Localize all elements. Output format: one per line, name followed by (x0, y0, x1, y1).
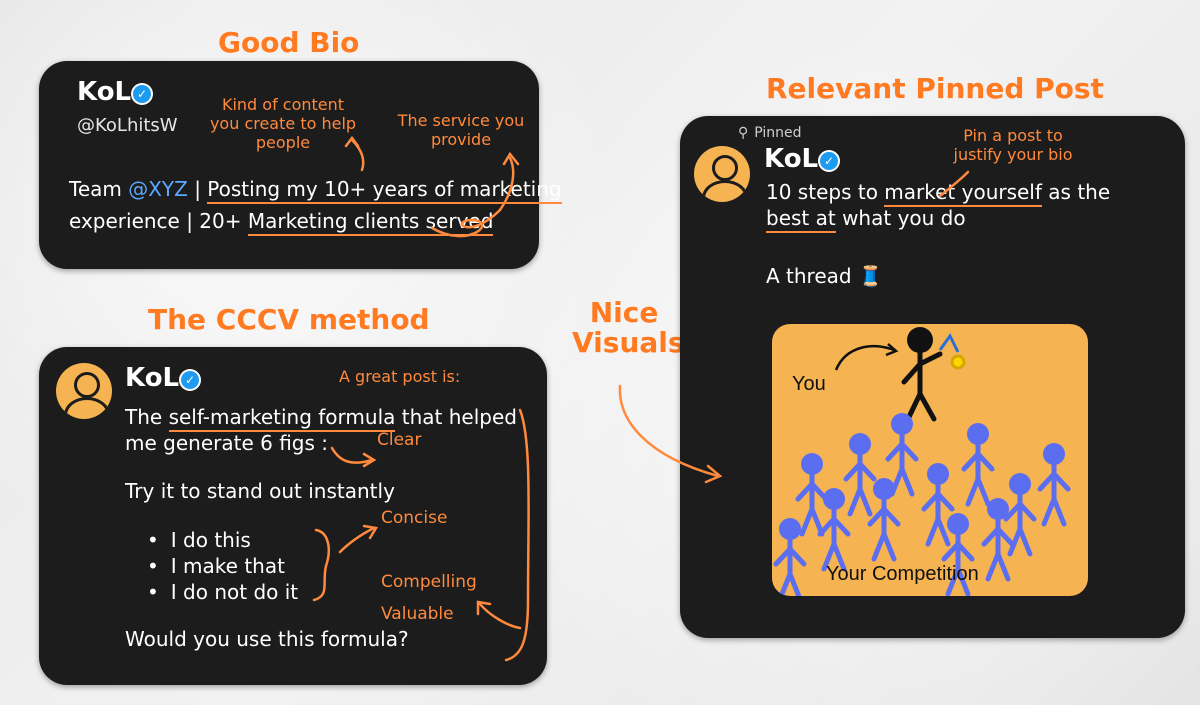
cccv-display-name: KoL (125, 363, 180, 393)
bio-display-name: KoL (77, 77, 132, 107)
arrow-clear (330, 446, 374, 464)
you-label: You (792, 373, 826, 395)
pinned-label: Pinned (754, 125, 802, 141)
competition-label: Your Competition (826, 563, 979, 585)
pinned-indicator: ⚲ Pinned (738, 125, 802, 141)
pinned-line-1-suffix: as the (1041, 180, 1111, 204)
bio-line-2: experience | 20+ Marketing clients serve… (69, 209, 494, 236)
cccv-line-4: Would you use this formula? (125, 627, 409, 651)
bio-mention-link[interactable]: @XYZ (128, 177, 188, 201)
note-service: The service you provide (397, 111, 525, 149)
bio-card: KoL ✓ @KoLhitsW Kind of content you crea… (39, 61, 562, 269)
bracket-bullets (312, 528, 330, 602)
pinned-card: ⚲ Pinned KoL ✓ Pin a post to justify your… (680, 116, 1185, 638)
cccv-line-2: me generate 6 figs : (125, 431, 328, 455)
pinned-heading: Relevant Pinned Post (766, 72, 1104, 105)
note-content-kind: Kind of content you create to help peopl… (209, 95, 357, 152)
arrow-valuable (478, 602, 522, 630)
verified-badge-icon: ✓ (818, 150, 840, 172)
arrow-service-note (430, 156, 515, 238)
nice-visuals-heading: Nice Visuals (572, 296, 685, 359)
bio-handle[interactable]: @KoLhitsW (77, 115, 178, 136)
bio-posting-text: Posting my 10+ years of marketing (207, 177, 562, 204)
pinned-display-name: KoL (764, 144, 819, 174)
note-pin-post: Pin a post to justify your bio (953, 126, 1073, 164)
pin-icon: ⚲ (738, 125, 749, 141)
bio-line-1-prefix: Team (69, 177, 129, 201)
verified-badge-icon: ✓ (179, 369, 201, 391)
pinned-market-text: market yourself (884, 180, 1042, 207)
label-compelling: Compelling (381, 572, 477, 592)
cccv-line-1: The self-marketing formula that helped (125, 405, 517, 432)
arrow-concise (338, 526, 376, 554)
label-concise: Concise (381, 508, 448, 528)
label-clear: Clear (377, 430, 422, 450)
arrow-to-you (834, 345, 895, 371)
cccv-bullet-list: I do this I make that I do not do it (147, 527, 298, 605)
you-figure (901, 327, 943, 422)
avatar-icon[interactable] (694, 146, 750, 202)
list-item: I do this (147, 527, 298, 553)
bracket-great-post (504, 408, 530, 662)
competition-crowd (773, 413, 1071, 596)
pinned-line-2: best at what you do (766, 206, 966, 233)
good-bio-heading: Good Bio (218, 26, 360, 59)
label-valuable: Valuable (381, 604, 454, 624)
cccv-line-1-prefix: The (125, 405, 169, 429)
arrow-nice-visuals (618, 384, 720, 478)
pinned-line-1: 10 steps to market yourself as the (766, 180, 1111, 207)
pinned-best-text: best at (766, 206, 836, 233)
cccv-formula-text: self-marketing formula (168, 405, 396, 432)
cccv-card: KoL ✓ A great post is: The self-marketin… (39, 347, 547, 685)
verified-badge-icon: ✓ (131, 83, 153, 105)
bio-line-1: Team @XYZ | Posting my 10+ years of mark… (69, 177, 562, 204)
pinned-line-2-suffix: what you do (835, 206, 966, 230)
arrow-pin-note (938, 170, 970, 198)
thread-visual[interactable]: You Your Competition (772, 324, 1088, 596)
stick-figure-illustration: You Your Competition (773, 327, 1071, 596)
bio-clients-text: Marketing clients served (247, 209, 494, 236)
avatar-icon[interactable] (56, 363, 112, 419)
bio-line-1-sep: | (187, 177, 208, 201)
list-item: I make that (147, 553, 298, 579)
list-item: I do not do it (147, 579, 298, 605)
cccv-line-3: Try it to stand out instantly (125, 479, 395, 503)
pinned-line-1-prefix: 10 steps to (766, 180, 885, 204)
cccv-heading: The CCCV method (148, 303, 430, 336)
bio-line-2-prefix: experience | 20+ (69, 209, 248, 233)
cccv-line-1-suffix: that helped (395, 405, 517, 429)
medal-icon (938, 333, 966, 370)
pinned-thread-text: A thread 🧵 (766, 264, 883, 288)
note-great-post: A great post is: (339, 367, 461, 386)
